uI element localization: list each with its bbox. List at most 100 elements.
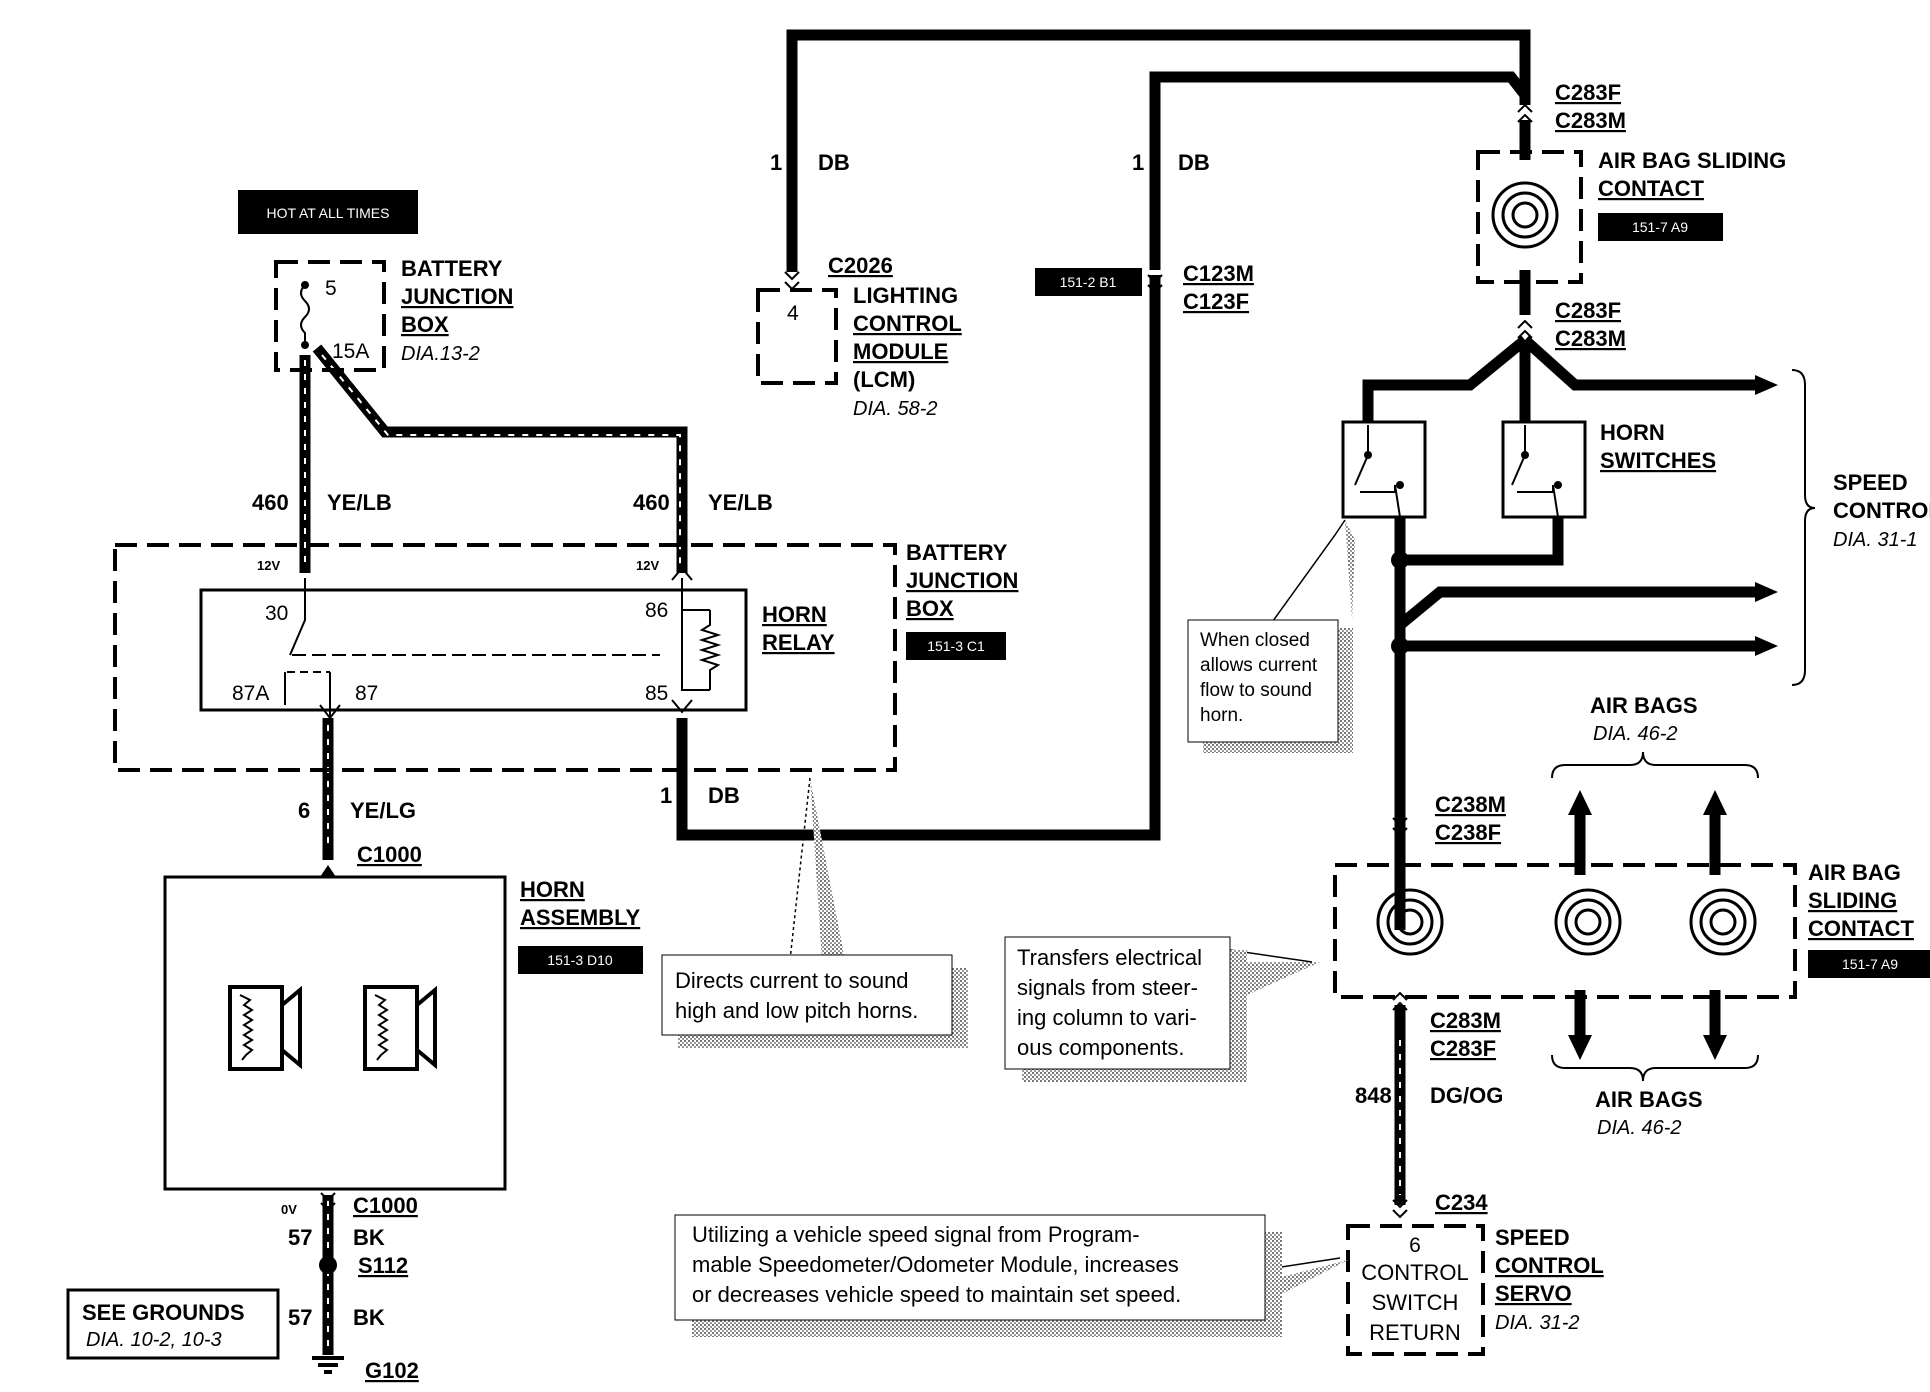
horn-icon-right (363, 985, 437, 1071)
svg-text:151-2 B1: 151-2 B1 (1060, 274, 1117, 290)
clockspring-icon-top (1491, 181, 1559, 249)
svg-text:SWITCH: SWITCH (1372, 1290, 1459, 1315)
svg-text:C283F: C283F (1555, 298, 1621, 323)
svg-text:1: 1 (660, 783, 672, 808)
horn-switches-label-2: SWITCHES (1600, 448, 1716, 473)
svg-text:C283M: C283M (1555, 108, 1626, 133)
servo-label-1: SPEED (1495, 1225, 1570, 1250)
horn-relay-label-2: RELAY (762, 630, 835, 655)
note-transfers: Transfers electrical signals from steer-… (1004, 936, 1320, 1082)
svg-text:30: 30 (265, 602, 288, 625)
bjb-label-1: BATTERY (906, 540, 1008, 565)
svg-text:ing column to vari-: ing column to vari- (1017, 1005, 1197, 1030)
tag-151-7-a9-low (1808, 950, 1930, 978)
horn-switches-label-1: HORN (1600, 420, 1665, 445)
svg-text:C283M: C283M (1430, 1008, 1501, 1033)
air-bag-low-label-2: SLIDING (1808, 888, 1897, 913)
svg-text:151-7 A9: 151-7 A9 (1632, 219, 1688, 235)
svg-text:460: 460 (633, 490, 670, 515)
servo-label-3: SERVO (1495, 1281, 1572, 1306)
bjb-label-2: JUNCTION (906, 568, 1018, 593)
air-bag-low-label-1: AIR BAG (1808, 860, 1901, 885)
speed-control-servo (1346, 1224, 1485, 1356)
svg-text:1: 1 (1132, 150, 1144, 175)
svg-text:86: 86 (645, 599, 668, 622)
svg-text:CONTROL: CONTROL (1361, 1260, 1469, 1285)
horn-icon-left (228, 985, 302, 1071)
lighting-control-module (756, 288, 838, 385)
ground-icon (312, 1356, 344, 1374)
svg-text:allows current: allows current (1200, 655, 1318, 676)
svg-text:DB: DB (708, 783, 740, 808)
servo-ref: DIA. 31-2 (1495, 1312, 1579, 1334)
svg-text:12V: 12V (257, 558, 280, 573)
speed-control-label-1: SPEED (1833, 470, 1908, 495)
svg-text:or decreases vehicle speed to: or decreases vehicle speed to maintain s… (692, 1282, 1181, 1307)
horn-assembly (163, 875, 507, 1191)
svg-text:C234: C234 (1435, 1190, 1488, 1215)
svg-text:4: 4 (787, 302, 799, 325)
svg-text:horn.: horn. (1200, 705, 1243, 726)
note-utilizing: Utilizing a vehicle speed signal from Pr… (674, 1214, 1348, 1337)
svg-text:ous components.: ous components. (1017, 1035, 1185, 1060)
svg-text:DB: DB (1178, 150, 1210, 175)
svg-text:151-7 A9: 151-7 A9 (1842, 956, 1898, 972)
svg-text:YE/LB: YE/LB (327, 490, 392, 515)
svg-text:S112: S112 (358, 1253, 408, 1278)
note-when-closed: When closed allows current flow to sound… (1187, 519, 1355, 753)
clockspring-icon-3 (1689, 888, 1757, 956)
svg-text:BK: BK (353, 1305, 385, 1330)
svg-text:C283F: C283F (1430, 1036, 1496, 1061)
wire-1-db-lcm (786, 29, 1531, 272)
svg-text:SEE GROUNDS: SEE GROUNDS (82, 1300, 245, 1325)
svg-text:15A: 15A (332, 340, 369, 363)
svg-text:C123F: C123F (1183, 289, 1249, 314)
air-bag-top-label-1: AIR BAG SLIDING (1598, 148, 1786, 173)
svg-text:Transfers electrical: Transfers electrical (1017, 945, 1202, 970)
svg-text:85: 85 (645, 682, 668, 705)
wire-1-db-top-mid (1149, 71, 1530, 270)
svg-text:C1000: C1000 (353, 1193, 418, 1218)
svg-text:When closed: When closed (1200, 630, 1310, 651)
svg-text:YE/LG: YE/LG (350, 798, 416, 823)
tag-151-3-d10 (518, 946, 643, 974)
bjb-top-ref: DIA.13-2 (401, 343, 480, 365)
horn-assembly-label-2: ASSEMBLY (520, 905, 641, 930)
svg-text:6: 6 (1409, 1234, 1421, 1257)
svg-text:460: 460 (252, 490, 289, 515)
wire-460-right (312, 344, 688, 573)
svg-text:87: 87 (355, 682, 378, 705)
svg-text:848: 848 (1355, 1083, 1392, 1108)
connector-symbols (320, 103, 1533, 1219)
lcm-label-4: (LCM) (853, 367, 915, 392)
speed-control-ref: DIA. 31-1 (1833, 529, 1917, 551)
svg-text:151-3 C1: 151-3 C1 (927, 638, 985, 654)
svg-text:G102: G102 (365, 1358, 419, 1383)
hot-at-all-times-label: HOT AT ALL TIMES (267, 205, 390, 221)
svg-text:DIA. 10-2, 10-3: DIA. 10-2, 10-3 (86, 1329, 222, 1351)
svg-text:YE/LB: YE/LB (708, 490, 773, 515)
svg-text:signals from steer-: signals from steer- (1017, 975, 1198, 1000)
clockspring-icon-1 (1376, 888, 1444, 956)
horn-relay-label-1: HORN (762, 602, 827, 627)
svg-text:C238M: C238M (1435, 792, 1506, 817)
bjb-top-label-2: JUNCTION (401, 284, 513, 309)
tag-151-3-c1 (906, 632, 1006, 660)
lcm-label-3: MODULE (853, 339, 948, 364)
svg-text:AIR BAGS: AIR BAGS (1590, 693, 1698, 718)
horn-switch-left (1341, 420, 1427, 519)
note-directs: Directs current to sound high and low pi… (661, 777, 968, 1048)
svg-text:C283M: C283M (1555, 326, 1626, 351)
air-bag-low-label-3: CONTACT (1808, 916, 1914, 941)
svg-text:57: 57 (288, 1225, 312, 1250)
svg-text:0V: 0V (281, 1202, 297, 1217)
svg-text:DB: DB (818, 150, 850, 175)
svg-text:57: 57 (288, 1305, 312, 1330)
svg-text:1: 1 (770, 150, 782, 175)
wire-horn-switch-feed (1362, 335, 1755, 425)
bjb-top-label-3: BOX (401, 312, 449, 337)
air-bag-sliding-contact-top (1476, 150, 1583, 284)
lcm-label-1: LIGHTING (853, 283, 958, 308)
battery-junction-box-relay-area (113, 543, 897, 772)
